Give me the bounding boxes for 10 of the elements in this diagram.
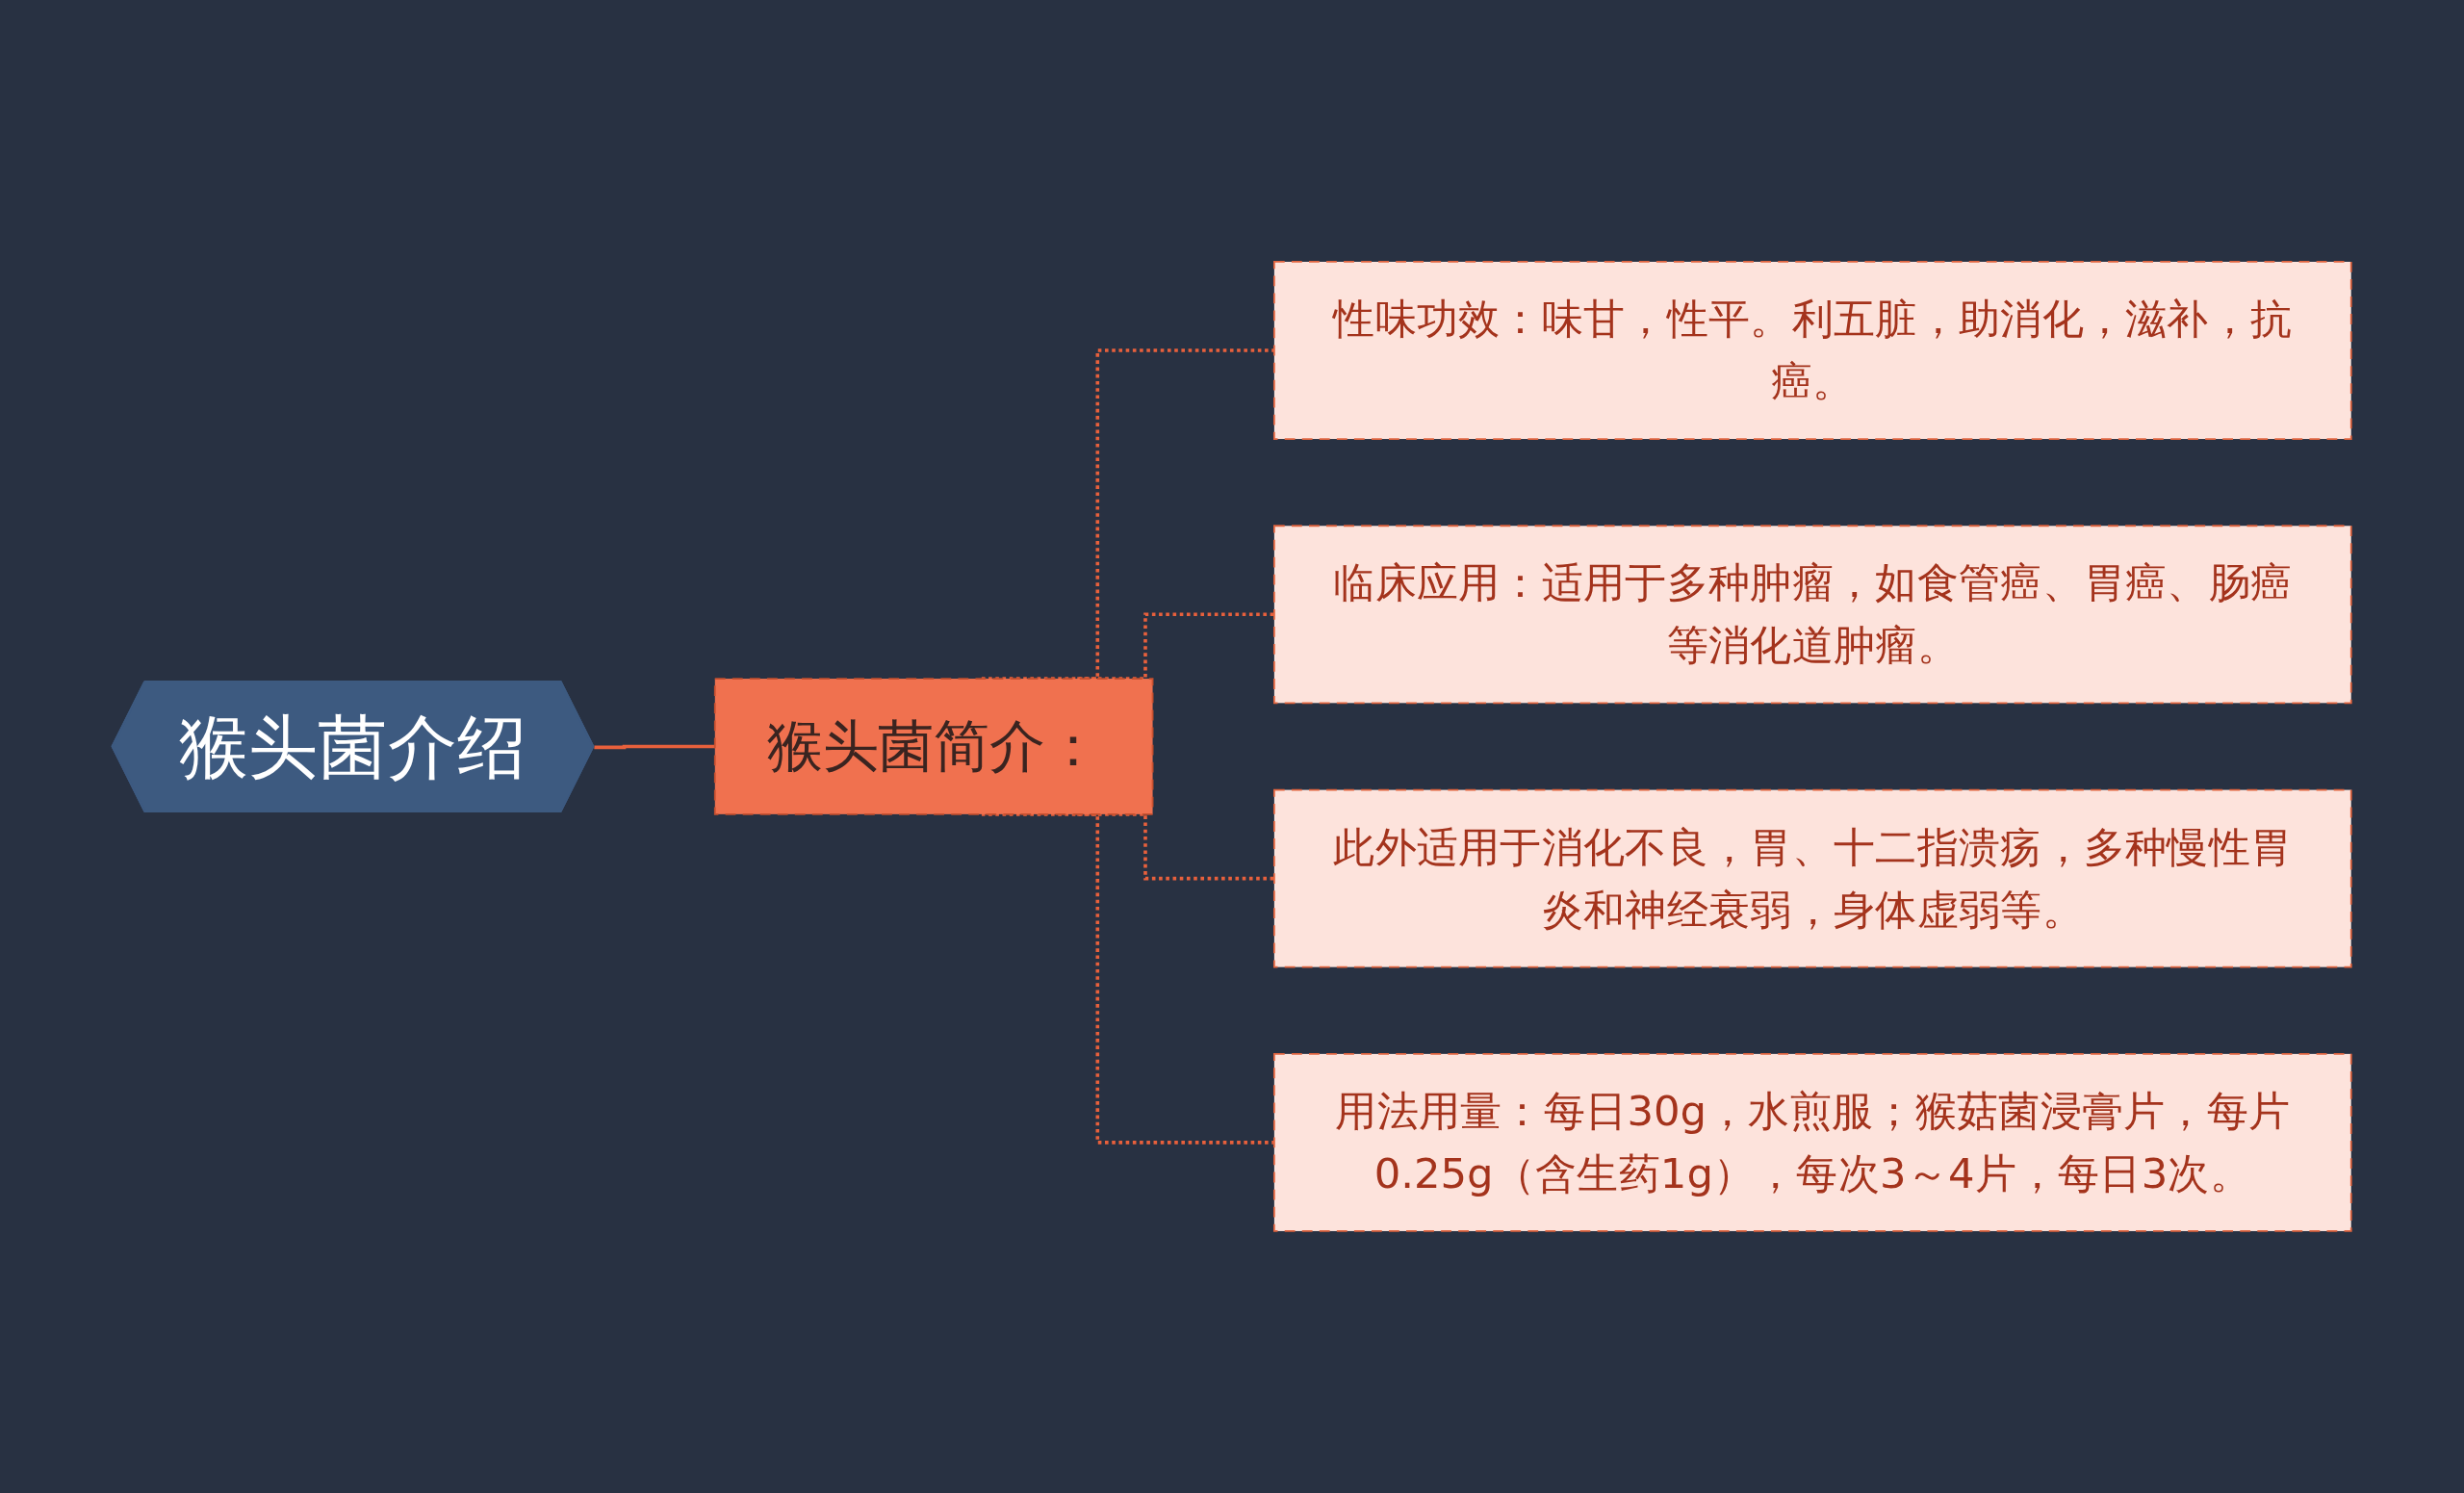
connector [1077, 812, 1275, 881]
node-box: 用法用量：每日30g，水煎服；猴菇菌浸膏片，每片0.25g（含生药1g），每次3～4片，每日3次。 [1273, 1053, 2353, 1232]
connector [982, 348, 1275, 681]
node-box: 性味功效：味甘，性平。利五脏，助消化，滋补，抗癌。 [1273, 261, 2353, 440]
node-box: 此外适用于消化不良，胃、十二指溃疡，多种慢性胃炎和神经衰弱，身体虚弱等。 [1273, 788, 2353, 968]
connector [982, 812, 1275, 1145]
connector [594, 744, 716, 750]
node-box: 猴头菌简介： [714, 678, 1154, 815]
connector [1077, 612, 1275, 681]
node-box: 临床应用：适用于多种肿瘤，如食管癌、胃癌、肠癌等消化道肿瘤。 [1273, 525, 2353, 705]
